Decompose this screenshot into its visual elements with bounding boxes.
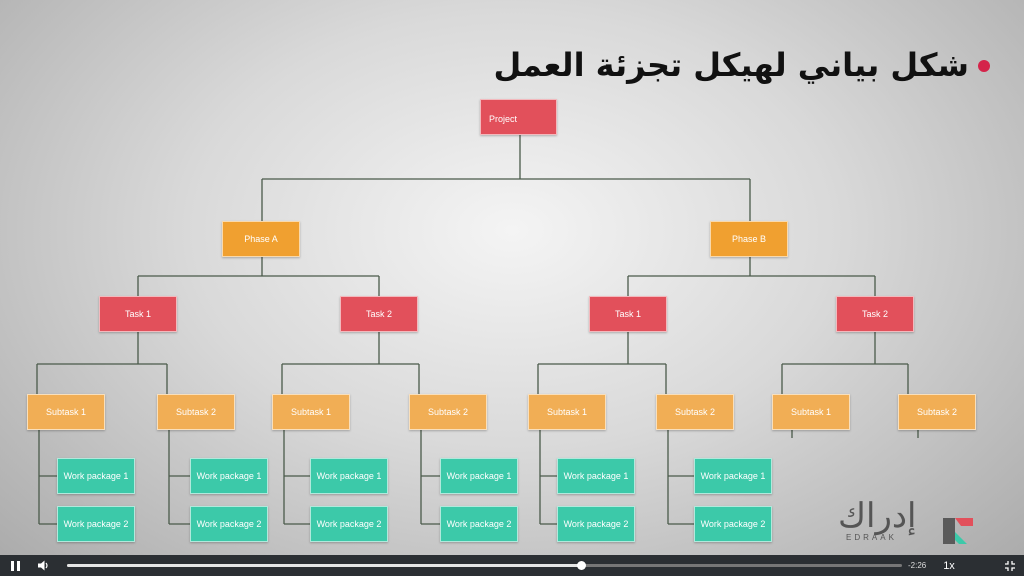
- node-task: Task 1: [99, 296, 177, 332]
- node-task: Task 1: [589, 296, 667, 332]
- node-work-package: Work package 1: [310, 458, 388, 494]
- logo-arabic: إدراك: [838, 496, 917, 536]
- node-task: Task 2: [340, 296, 418, 332]
- node-subtask: Subtask 2: [656, 394, 734, 430]
- playback-speed-button[interactable]: 1x: [943, 559, 955, 572]
- bullet-dot: [978, 60, 990, 72]
- node-work-package: Work package 2: [310, 506, 388, 542]
- node-subtask: Subtask 1: [528, 394, 606, 430]
- node-phase: Phase A: [222, 221, 300, 257]
- node-phase: Phase B: [710, 221, 788, 257]
- volume-button[interactable]: [33, 555, 55, 576]
- node-work-package: Work package 2: [694, 506, 772, 542]
- node-work-package: Work package 1: [190, 458, 268, 494]
- exit-fullscreen-button[interactable]: [1000, 555, 1020, 576]
- connector-lines: [36, 135, 919, 525]
- node-subtask: Subtask 2: [157, 394, 235, 430]
- node-work-package: Work package 2: [57, 506, 135, 542]
- node-subtask: Subtask 1: [272, 394, 350, 430]
- node-work-package: Work package 2: [440, 506, 518, 542]
- node-subtask: Subtask 2: [409, 394, 487, 430]
- node-subtask: Subtask 1: [772, 394, 850, 430]
- node-subtask: Subtask 2: [898, 394, 976, 430]
- video-player-bar: -2:26 1x: [0, 555, 1024, 576]
- pause-button[interactable]: [4, 555, 26, 576]
- exit-fullscreen-icon: [1005, 560, 1015, 571]
- progress-thumb[interactable]: [576, 561, 586, 570]
- volume-icon: [38, 560, 48, 571]
- node-work-package: Work package 2: [557, 506, 635, 542]
- node-subtask: Subtask 1: [27, 394, 105, 430]
- pause-icon: [10, 560, 20, 571]
- node-work-package: Work package 1: [57, 458, 135, 494]
- progress-fill: [67, 564, 581, 567]
- node-work-package: Work package 1: [694, 458, 772, 494]
- time-remaining: -2:26: [908, 561, 927, 570]
- logo-mark-icon: [943, 518, 973, 544]
- node-work-package: Work package 2: [190, 506, 268, 542]
- node-work-package: Work package 1: [557, 458, 635, 494]
- logo-english: EDRAAK: [846, 533, 897, 542]
- node-project: Project: [480, 99, 557, 135]
- node-task: Task 2: [836, 296, 914, 332]
- slide-title: شكل بياني لهيكل تجزئة العمل: [493, 46, 969, 84]
- edraak-logo: إدراك EDRAAK: [838, 496, 978, 548]
- progress-track[interactable]: [67, 561, 902, 570]
- node-work-package: Work package 1: [440, 458, 518, 494]
